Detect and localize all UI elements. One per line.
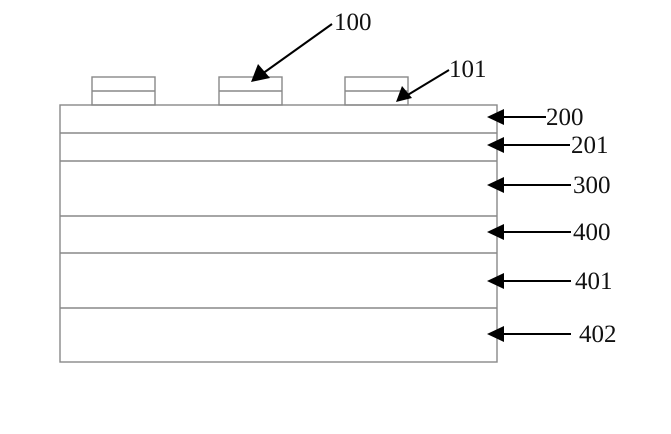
- label-300: 300: [573, 172, 611, 199]
- label-101: 101: [449, 56, 487, 83]
- label-401: 401: [575, 268, 613, 295]
- arrow-402: [487, 326, 571, 342]
- arrow-401: [487, 273, 571, 289]
- label-402: 402: [579, 321, 617, 348]
- reference-labels: 100 101 200 201 300 400 401 402: [334, 9, 617, 348]
- stack-outline: [59, 104, 498, 363]
- label-100: 100: [334, 9, 372, 36]
- arrow-200: [487, 109, 546, 125]
- arrow-300: [487, 177, 571, 193]
- arrow-400: [487, 224, 571, 240]
- arrow-101: [396, 69, 450, 102]
- layer-stack: [59, 104, 498, 363]
- label-201: 201: [571, 132, 609, 159]
- label-200: 200: [546, 104, 584, 131]
- label-400: 400: [573, 219, 611, 246]
- electrode-pads: [91, 76, 409, 106]
- arrow-201: [487, 137, 570, 153]
- arrow-100: [251, 23, 333, 82]
- leader-arrows: [251, 23, 571, 342]
